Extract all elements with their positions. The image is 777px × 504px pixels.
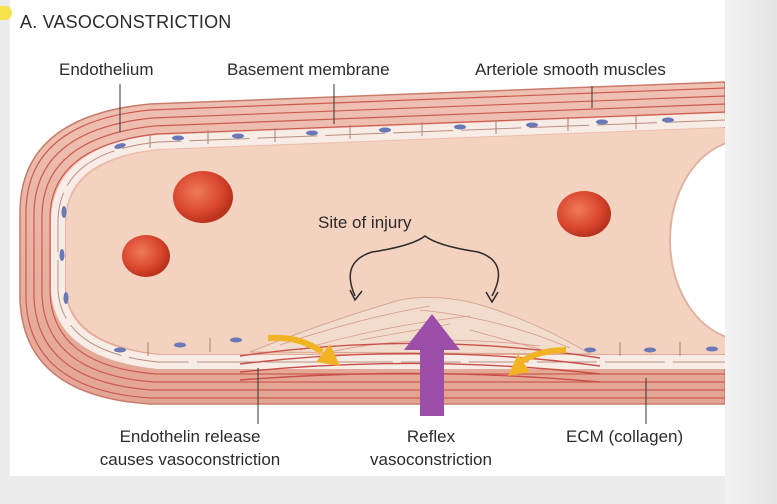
endothelium-label: Endothelium [59, 60, 154, 79]
smooth-muscle-stripes [25, 87, 725, 399]
panel-title: A. VASOCONSTRICTION [20, 12, 232, 32]
basement-membrane-label: Basement membrane [227, 60, 390, 79]
endothelial-nuclei [59, 117, 718, 353]
reflex-label-line2: vasoconstriction [370, 450, 492, 469]
leader-lines [119, 84, 647, 424]
slide-marker [0, 6, 12, 20]
arteriole-smooth-muscle-label: Arteriole smooth muscles [475, 60, 666, 79]
vessel-opening [669, 142, 725, 338]
endothelin-arrow-right [508, 347, 567, 376]
ecm-collagen-label: ECM (collagen) [566, 427, 684, 446]
endothelin-release-label-line1: Endothelin release [119, 427, 261, 446]
background-shade [725, 0, 777, 504]
vessel-lumen [66, 128, 725, 354]
red-blood-cells [122, 171, 611, 277]
reflex-arrow [404, 314, 460, 416]
site-of-injury-label: Site of injury [318, 213, 412, 232]
endothelin-release-label-line2: causes vasoconstriction [99, 450, 281, 469]
endothelin-arrow-left [267, 334, 340, 366]
injury-brace [349, 235, 500, 297]
reflex-label-line1: Reflex [406, 427, 456, 446]
